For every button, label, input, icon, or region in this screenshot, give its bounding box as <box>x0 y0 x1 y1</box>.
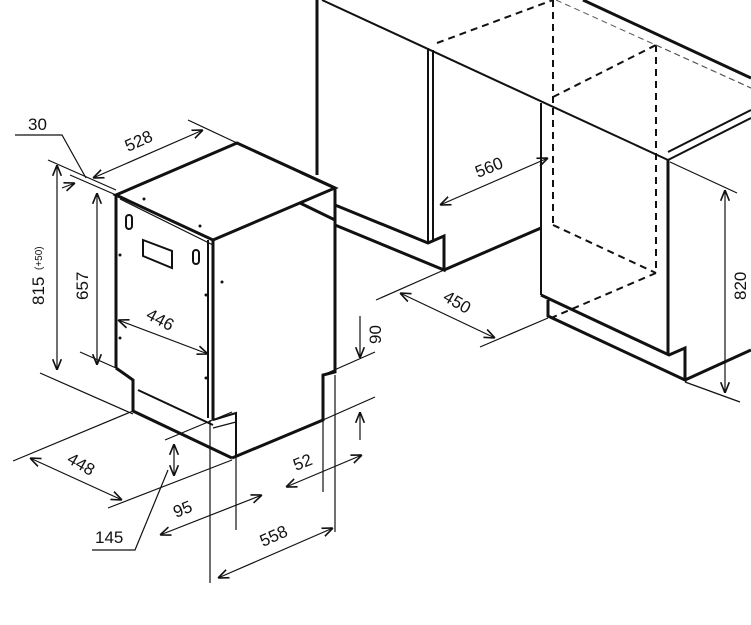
control-panel-outline <box>142 238 173 270</box>
dim-560: 560 <box>472 153 505 181</box>
dim-558: 558 <box>257 522 291 551</box>
dim-528: 528 <box>122 127 156 156</box>
dim-450: 450 <box>440 287 474 318</box>
dim-820: 820 <box>731 272 750 300</box>
dim-448: 448 <box>64 449 98 480</box>
mounting-hook-icon <box>192 249 200 265</box>
dim-145: 145 <box>95 528 123 547</box>
dim-30: 30 <box>28 115 47 134</box>
dimension-labels: 30 528 815 (+50) 657 446 448 145 95 558 … <box>28 115 750 551</box>
dim-815: 815 <box>29 277 48 305</box>
dim-52: 52 <box>290 450 315 475</box>
dim-95: 95 <box>170 497 195 522</box>
dim-815-tolerance: (+50) <box>34 246 45 270</box>
kitchen-cabinets <box>299 0 751 383</box>
dim-446: 446 <box>143 305 177 335</box>
dim-657: 657 <box>73 272 92 300</box>
mounting-hook-icon <box>125 214 133 230</box>
dishwasher <box>112 141 339 460</box>
dimension-lines <box>12 119 741 583</box>
dim-90: 90 <box>366 325 385 344</box>
